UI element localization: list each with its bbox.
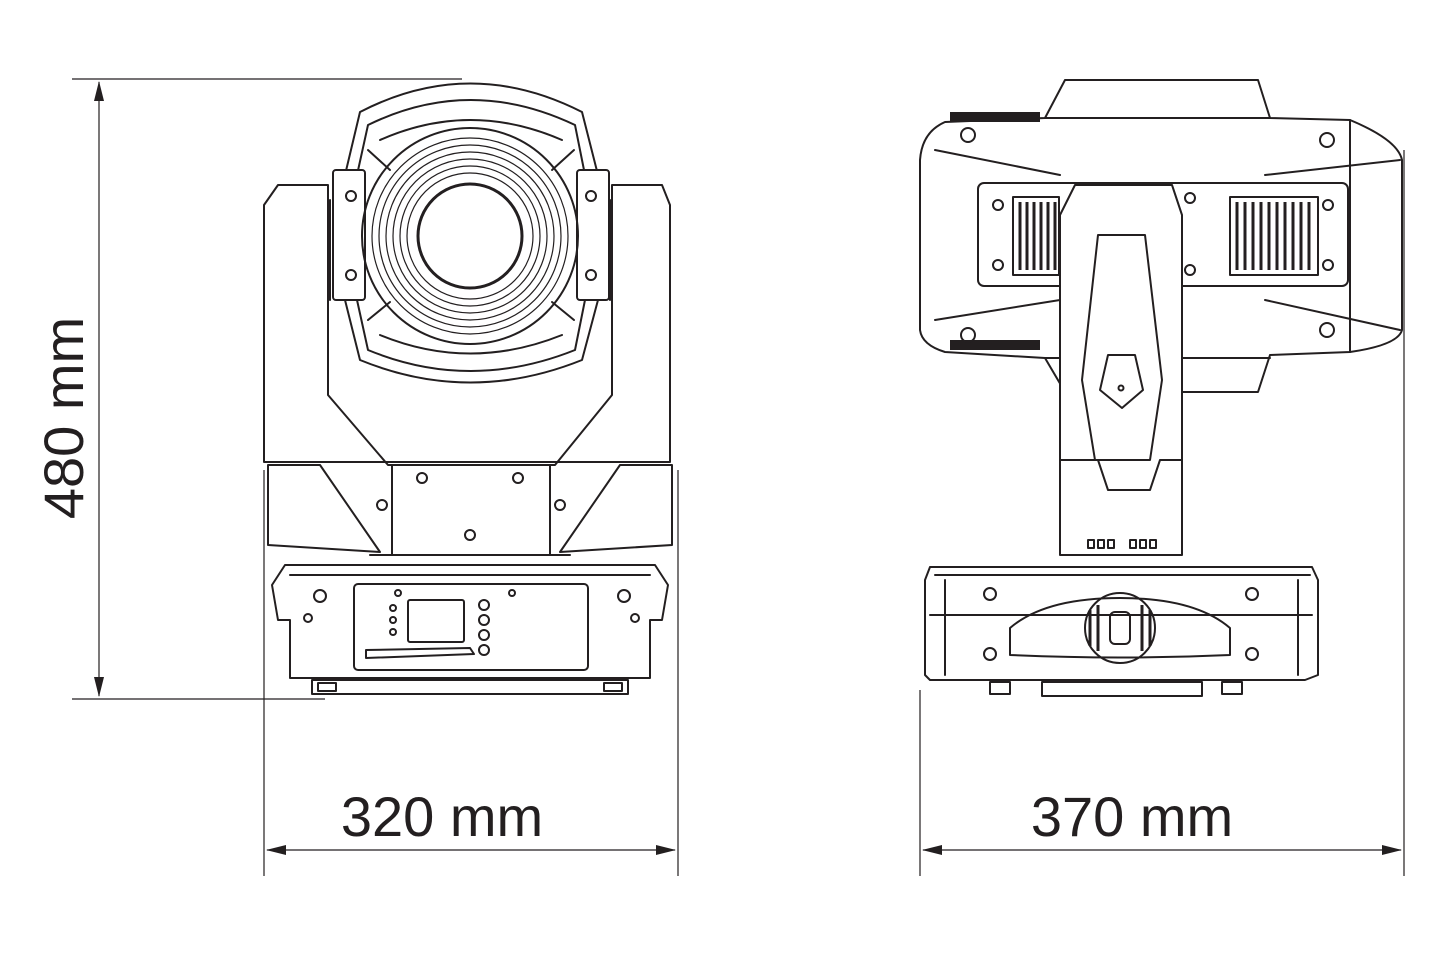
enter-button <box>478 644 490 656</box>
side-yoke-arm <box>1059 184 1183 556</box>
side-view <box>919 79 1403 697</box>
down-button <box>478 629 490 641</box>
front-yoke <box>263 184 671 466</box>
side-depth-dimension: 370 mm <box>919 150 1405 876</box>
side-vent-left <box>1012 196 1060 276</box>
base-fan <box>1084 592 1156 664</box>
front-width-dimension: 320 mm <box>263 470 679 876</box>
front-view <box>263 82 673 695</box>
menu-button <box>478 599 490 611</box>
side-depth-label: 370 mm <box>1031 785 1233 848</box>
side-base <box>924 566 1319 697</box>
side-vent-right <box>1229 196 1319 276</box>
front-width-label: 320 mm <box>341 785 543 848</box>
height-dimension: 480 mm <box>32 78 462 700</box>
lens <box>361 127 579 345</box>
front-base <box>271 564 669 695</box>
front-head <box>332 82 610 384</box>
up-button <box>478 614 490 626</box>
connector-pins <box>1087 539 1157 549</box>
display-screen <box>407 599 465 643</box>
height-label: 480 mm <box>32 317 95 519</box>
